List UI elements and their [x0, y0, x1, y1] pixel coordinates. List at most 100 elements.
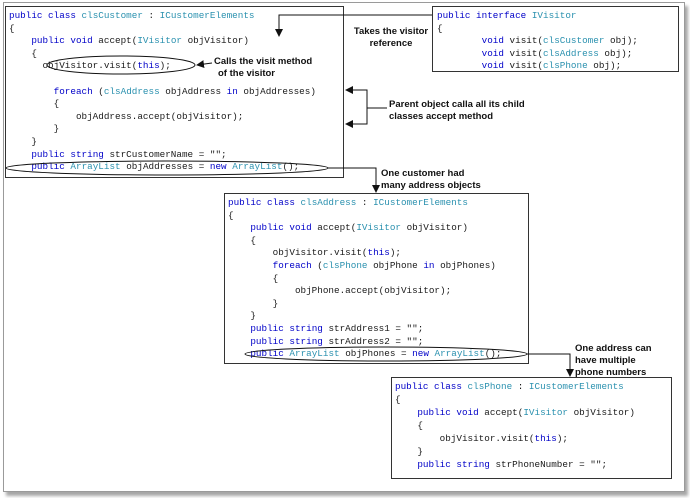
code-keyword: new [209, 161, 227, 173]
code-keyword: void [481, 47, 504, 59]
note-line: One customer had [381, 168, 465, 179]
code-text: objPhones = [339, 348, 413, 360]
code-text: objPhones) [434, 260, 496, 271]
code-text: : [356, 197, 374, 208]
code-text: { [9, 22, 15, 34]
code-line: } [9, 136, 37, 148]
code-keyword: public string [417, 459, 490, 470]
code-type: clsPhone [543, 60, 588, 72]
code-text: accept( [92, 35, 138, 47]
code-line: { [395, 420, 423, 432]
code-text: { [228, 234, 256, 246]
code-line: { [9, 23, 15, 35]
note-one-customer: One customer had many address objects [381, 168, 481, 192]
code-keyword: in [226, 85, 238, 97]
code-line: { [9, 98, 60, 110]
code-type: ArrayList [70, 161, 121, 173]
code-text: ); [159, 60, 171, 72]
code-keyword: public void [31, 35, 93, 47]
code-keyword: in [423, 260, 435, 271]
note-line: One address can [575, 343, 652, 354]
arrow-ivisitor-to-accept [275, 14, 432, 37]
code-keyword: public class [9, 10, 82, 21]
code-text: objAddresses) [237, 85, 316, 97]
ellipse-visit-call [46, 55, 196, 75]
code-text: { [228, 272, 279, 284]
code-type: clsAddress [103, 85, 160, 97]
code-text: ( [311, 260, 323, 271]
code-keyword: foreach [272, 260, 312, 271]
phone-class-code: public class clsPhone : ICustomerElement… [391, 377, 672, 479]
note-line: Takes the visitor [353, 26, 429, 37]
code-type: IVisitor [531, 10, 577, 21]
code-keyword: public void [417, 407, 479, 418]
code-text: (); [484, 348, 502, 360]
code-line: public class clsPhone : ICustomerElement… [395, 381, 624, 393]
code-line: objVisitor.visit(this); [395, 433, 568, 445]
code-text: ); [389, 247, 401, 259]
code-text: } [228, 310, 256, 322]
code-line: { [437, 23, 443, 35]
code-text: objVisitor.visit( [9, 60, 138, 72]
note-line: Calls the visit method [214, 56, 313, 67]
code-line: public string strAddress2 = ""; [228, 336, 423, 348]
code-keyword: public string [250, 335, 323, 347]
arrow-customer-to-address [328, 167, 380, 193]
code-text: objAddresses = [120, 161, 210, 173]
code-keyword: void [481, 35, 504, 47]
ivisitor-interface-code: public interface IVisitor{ void visit(cl… [432, 6, 679, 72]
code-keyword: public class [228, 197, 301, 208]
code-text: visit( [503, 60, 544, 72]
code-type: clsCustomer [543, 35, 605, 47]
note-takes-visitor: Takes the visitor reference [346, 26, 436, 50]
code-text: { [228, 209, 234, 221]
arrow-parent-accept [345, 108, 368, 128]
code-text: objVisitor) [400, 222, 468, 234]
code-keyword: public string [250, 323, 323, 334]
code-line: foreach (clsAddress objAddress in objAdd… [9, 86, 316, 98]
code-keyword: public string [31, 148, 104, 160]
note-line: many address objects [381, 180, 481, 191]
code-keyword: this [367, 247, 390, 259]
code-type: IVisitor [523, 407, 568, 418]
note-line: of the visitor [218, 68, 276, 79]
note-line: have multiple [575, 355, 636, 366]
code-text: ); [556, 433, 568, 444]
code-text: accept( [311, 222, 357, 234]
arrow-calls-visit [196, 60, 213, 69]
code-line: { [228, 210, 234, 222]
code-line: public ArrayList objAddresses = new Arra… [9, 161, 299, 173]
code-keyword: public class [395, 381, 468, 392]
note-parent-calls: Parent object calla all its child classe… [389, 99, 525, 123]
code-line: void visit(clsAddress obj); [437, 47, 633, 60]
code-type: ArrayList [434, 348, 485, 360]
code-type: IVisitor [137, 35, 182, 47]
code-text: (); [282, 161, 300, 173]
note-line: reference [369, 38, 413, 49]
ellipse-phones-list [244, 346, 528, 362]
arrow-address-to-phone [527, 353, 574, 377]
code-line: public class clsAddress : ICustomerEleme… [228, 197, 468, 209]
code-line: foreach (clsPhone objPhone in objPhones) [228, 260, 496, 272]
code-line: void visit(clsCustomer obj); [437, 35, 638, 47]
code-keyword: public [31, 161, 65, 173]
code-text: visit( [503, 47, 544, 59]
code-keyword: public [250, 348, 284, 360]
code-text: ( [92, 85, 104, 97]
code-line: } [228, 298, 279, 310]
code-text: objVisitor) [181, 35, 249, 47]
code-line: public string strCustomerName = ""; [9, 148, 226, 161]
code-text: : [142, 10, 160, 21]
code-text: { [9, 47, 37, 59]
code-line: { [9, 48, 37, 60]
code-line: void visit(clsPhone obj); [437, 60, 622, 72]
code-text: accept( [478, 407, 524, 418]
code-text: { [9, 98, 60, 110]
code-keyword: this [137, 60, 160, 72]
code-text: visit( [503, 35, 544, 47]
note-one-address: One address can have multiple phone numb… [575, 343, 652, 379]
code-text: strAddress2 = ""; [322, 335, 424, 347]
code-type: clsAddress [300, 197, 357, 208]
code-text: obj); [598, 47, 633, 59]
